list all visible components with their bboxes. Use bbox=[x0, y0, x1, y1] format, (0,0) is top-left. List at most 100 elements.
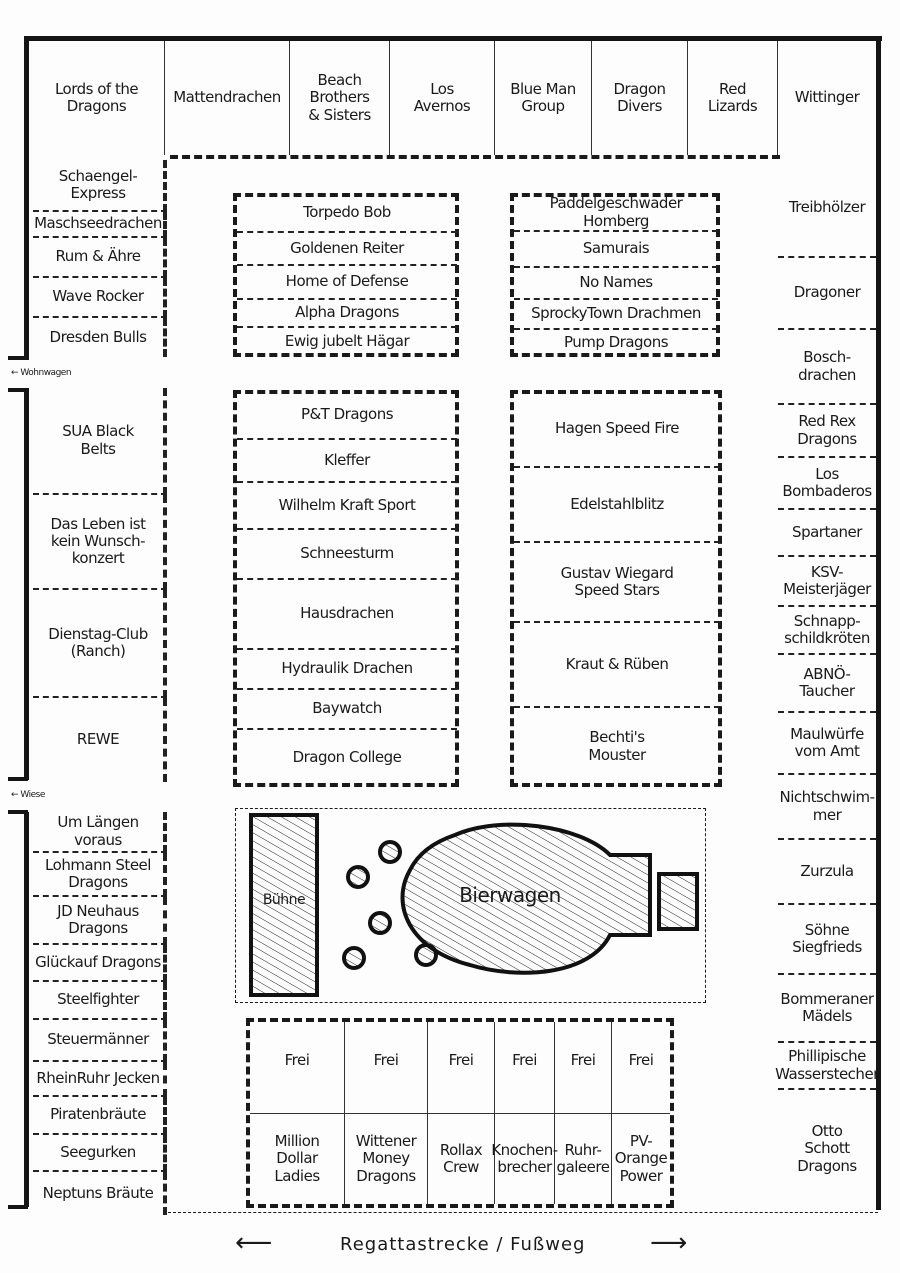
booth-center: Edelstahlblitz bbox=[514, 468, 720, 543]
table-icon bbox=[346, 865, 370, 889]
booth-center: Kraut & Rüben bbox=[514, 623, 720, 708]
booth-left-middle: SUA Black Belts bbox=[33, 388, 167, 495]
free-slot: Frei bbox=[428, 1022, 495, 1114]
free-slot: Frei bbox=[345, 1022, 428, 1114]
booth-bottom: PV- Orange Power bbox=[614, 1132, 668, 1185]
route-label: Regattastrecke / Fußweg bbox=[340, 1234, 586, 1255]
outer-frame-left-top-end bbox=[8, 356, 28, 360]
booth-center: Paddelgeschwader Homberg bbox=[514, 195, 718, 232]
booth-right: Otto Schott Dragons bbox=[797, 1122, 857, 1175]
arrow-left-icon: ⟵ bbox=[235, 1228, 274, 1258]
booth-top: Red Lizards bbox=[688, 41, 778, 155]
booth-right: Schnapp- schildkröten bbox=[778, 607, 876, 655]
outer-frame-right bbox=[876, 36, 881, 1210]
booth-left-bottom: Piratenbräute bbox=[33, 1097, 167, 1135]
booth-left-bottom: Seegurken bbox=[33, 1135, 167, 1172]
booth-right: Phillipische Wasserstecher bbox=[775, 1043, 879, 1090]
beer-truck-cab bbox=[657, 872, 699, 931]
booth-left-bottom: Glückauf Dragons bbox=[33, 945, 167, 982]
booth-right: Bosch- drachen bbox=[778, 330, 876, 405]
booth-left-bottom: Steuermänner bbox=[33, 1020, 167, 1062]
booth-center: Hydraulik Drachen bbox=[237, 650, 457, 690]
booth-right: KSV- Meisterjäger bbox=[778, 557, 876, 607]
arrow-left-icon: ← bbox=[11, 367, 21, 378]
booth-left-bottom: JD Neuhaus Dragons bbox=[33, 897, 167, 945]
booth-left-bottom: Steelfighter bbox=[33, 982, 167, 1020]
booth-bottom: Ruhr- galeere bbox=[555, 1114, 612, 1204]
booth-top: Mattendrachen bbox=[165, 41, 290, 155]
booth-left-bottom: Um Längen voraus bbox=[33, 812, 167, 853]
booth-bottom: Wittener Money Dragons bbox=[345, 1114, 428, 1204]
meadow-label: Wiese bbox=[20, 789, 45, 800]
booth-right: Söhne Siegfrieds bbox=[778, 905, 876, 975]
booth-center: Kleffer bbox=[237, 440, 457, 483]
booth-center: Dragon College bbox=[292, 747, 402, 766]
booth-top: Los Avernos bbox=[390, 41, 495, 155]
booth-center: Schneesturm bbox=[237, 530, 457, 580]
meadow-marker: ← Wiese bbox=[10, 788, 90, 802]
booth-block-d bbox=[510, 390, 722, 787]
booth-left-top: Rum & Ähre bbox=[33, 238, 167, 278]
booth-center: Baywatch bbox=[237, 690, 457, 730]
booth-right: Bommeraner Mädels bbox=[778, 975, 876, 1043]
booth-left-top: Schaengel- Express bbox=[33, 160, 167, 212]
booth-block-c bbox=[233, 390, 459, 787]
table-icon bbox=[342, 946, 366, 970]
bottom-boundary bbox=[168, 1212, 878, 1213]
beer-truck-label: Bierwagen bbox=[459, 882, 561, 907]
table-icon bbox=[414, 943, 438, 967]
booth-top: Beach Brothers & Sisters bbox=[290, 41, 390, 155]
booth-center: Hagen Speed Fire bbox=[514, 392, 720, 468]
stage-area bbox=[235, 808, 706, 1003]
booth-center: Alpha Dragons bbox=[237, 300, 457, 328]
booth-center: Samurais bbox=[514, 232, 718, 268]
outer-frame-left-mid bbox=[24, 388, 29, 780]
booth-right: Dragoner bbox=[778, 258, 876, 330]
booth-left-top: Dresden Bulls bbox=[33, 318, 167, 357]
booth-block-b bbox=[510, 193, 720, 357]
booth-right: Nichtschwim- mer bbox=[778, 775, 876, 840]
booth-top: Dragon Divers bbox=[592, 41, 688, 155]
booth-left-bottom: Lohmann Steel Dragons bbox=[33, 853, 167, 897]
free-slot: Frei bbox=[555, 1022, 612, 1114]
booth-right: Los Bombaderos bbox=[778, 458, 876, 510]
arrow-left-icon: ← bbox=[11, 789, 21, 800]
booth-center: Home of Defense bbox=[237, 266, 457, 300]
booth-right: ABNÖ- Taucher bbox=[778, 655, 876, 713]
outer-frame-left-bottom-end bbox=[8, 1205, 28, 1209]
camper-marker: ← Wohnwagen bbox=[10, 366, 110, 380]
booth-center: Gustav Wiegard Speed Stars bbox=[514, 543, 720, 623]
booth-center: Torpedo Bob bbox=[237, 195, 457, 233]
booth-top: Wittinger bbox=[794, 88, 860, 107]
booth-center: Hausdrachen bbox=[237, 580, 457, 650]
booth-left-middle: Das Leben ist kein Wunsch- konzert bbox=[33, 495, 167, 590]
outer-frame-left-bottom bbox=[24, 812, 29, 1207]
booth-left-top: Maschseedrachen bbox=[33, 212, 167, 238]
booth-left-top: Wave Rocker bbox=[33, 278, 167, 318]
arrow-right-icon: ⟶ bbox=[650, 1228, 689, 1258]
booth-center: Goldenen Reiter bbox=[237, 233, 457, 266]
booth-center: SprockyTown Drachmen bbox=[514, 300, 718, 330]
booth-bottom: Million Dollar Ladies bbox=[250, 1114, 345, 1204]
booth-top: Lords of the Dragons bbox=[29, 41, 165, 155]
booth-right: Red Rex Dragons bbox=[778, 405, 876, 458]
booth-right: Zurzula bbox=[778, 840, 876, 905]
outer-frame-left-top bbox=[24, 36, 29, 360]
free-slot: Frei bbox=[612, 1022, 670, 1114]
table-icon bbox=[378, 840, 402, 864]
booth-left-middle: Dienstag-Club (Ranch) bbox=[33, 590, 167, 698]
booth-center: Bechti's Mouster bbox=[588, 728, 646, 764]
table-icon bbox=[368, 911, 392, 935]
booth-left-bottom: RheinRuhr Jecken bbox=[33, 1062, 167, 1097]
booth-center: P&T Dragons bbox=[237, 392, 457, 440]
outer-frame-left-bottom-start bbox=[8, 810, 28, 814]
stage-shape bbox=[249, 813, 319, 997]
booth-center: Pump Dragons bbox=[563, 332, 669, 351]
booth-block-a bbox=[233, 193, 459, 357]
stage-label: Bühne bbox=[262, 891, 306, 908]
booth-left-middle: REWE bbox=[33, 698, 167, 782]
top-row-boundary bbox=[170, 155, 780, 159]
camper-label: Wohnwagen bbox=[20, 367, 72, 378]
booth-right: Treibhölzer bbox=[778, 160, 876, 258]
